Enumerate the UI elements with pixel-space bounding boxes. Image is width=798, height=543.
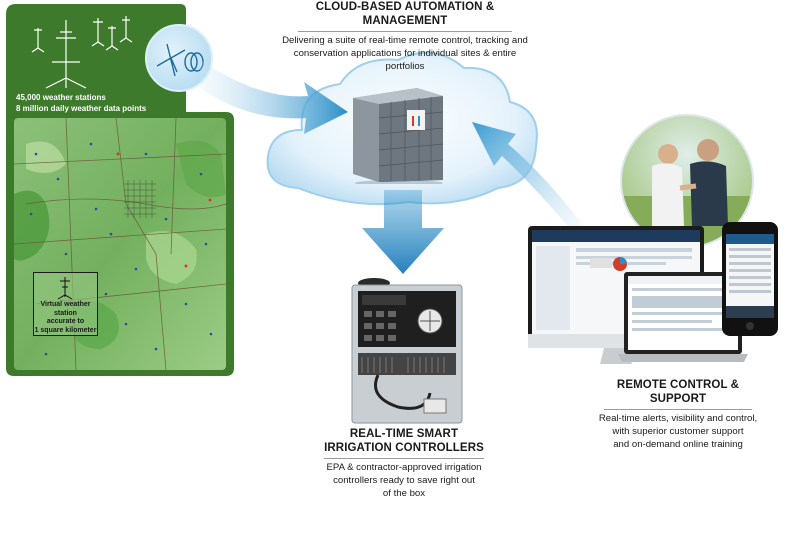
stations-count-text: 45,000 weather stations	[16, 93, 106, 102]
virtual-station-callout: Virtual weather station accurate to 1 sq…	[33, 272, 98, 336]
controllers-title: REAL-TIME SMART IRRIGATION CONTROLLERS	[324, 428, 484, 454]
remote-section: REMOTE CONTROL & SUPPORT Real-time alert…	[590, 378, 766, 452]
cloud-divider	[298, 31, 512, 32]
remote-description: Real-time alerts, visibility and control…	[598, 413, 758, 451]
virtual-station-icon	[57, 277, 73, 300]
arrow-cloud-to-controller	[360, 190, 446, 274]
virtual-station-text: Virtual weather station accurate to 1 sq…	[34, 301, 97, 334]
weather-stats: 45,000 weather stations 8 million daily …	[16, 92, 176, 114]
station-magnifier	[145, 24, 213, 92]
arrow-remote-to-cloud	[466, 118, 596, 238]
remote-divider	[604, 409, 752, 410]
datapoints-text: 8 million daily weather data points	[16, 104, 147, 113]
weather-station-icon	[26, 8, 176, 90]
remote-title: REMOTE CONTROL & SUPPORT	[616, 379, 740, 405]
server-rack-icon	[347, 84, 447, 184]
arrow-weather-to-cloud	[200, 60, 350, 140]
cloud-section: CLOUD-BASED AUTOMATION & MANAGEMENT Deli…	[280, 0, 530, 74]
cloud-description: Delivering a suite of real-time remote c…	[282, 35, 528, 73]
controllers-divider	[324, 458, 484, 459]
irrigation-controller-icon	[338, 277, 463, 425]
controllers-description: EPA & contractor-approved irrigation con…	[326, 462, 482, 500]
controllers-section: REAL-TIME SMART IRRIGATION CONTROLLERS E…	[318, 428, 490, 501]
smartphone-icon	[722, 222, 778, 336]
cloud-title: CLOUD-BASED AUTOMATION & MANAGEMENT	[315, 1, 495, 27]
laptop-icon	[618, 272, 748, 364]
